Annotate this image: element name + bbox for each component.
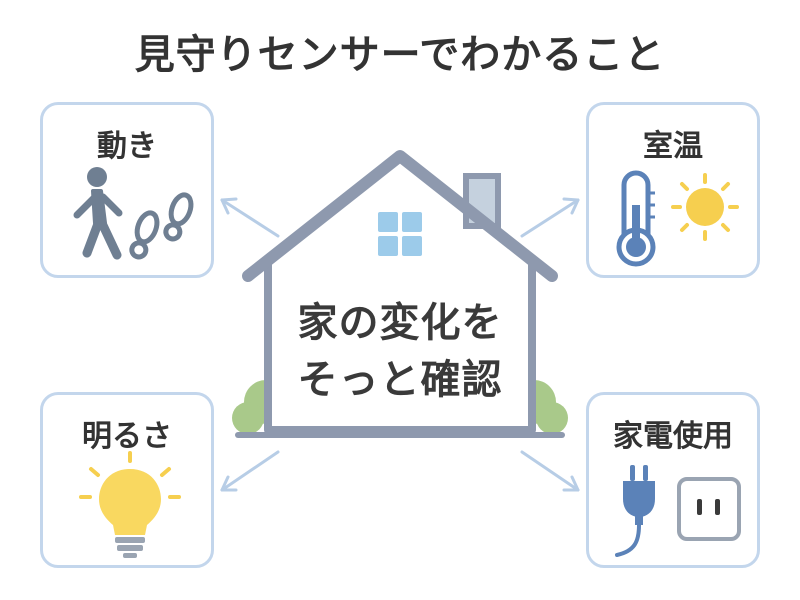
thermometer-icon bbox=[616, 170, 656, 267]
power-plug-icon bbox=[615, 465, 655, 557]
house-message-line-2: そっと確認 bbox=[297, 357, 503, 403]
card-motion: 動き bbox=[40, 102, 214, 278]
house-roof bbox=[242, 150, 558, 282]
diagram-title: 見守りセンサーでわかること bbox=[134, 32, 666, 78]
arrow-to-temperature bbox=[520, 197, 580, 238]
house-window bbox=[378, 212, 422, 256]
card-temperature-label: 室温 bbox=[643, 129, 703, 164]
arrow-to-motion bbox=[220, 197, 280, 238]
light-bulb-icon bbox=[79, 451, 181, 558]
card-brightness-label: 明るさ bbox=[82, 419, 172, 454]
house-body bbox=[264, 262, 536, 434]
card-motion-label: 動き bbox=[97, 129, 157, 164]
house-message-line-1: 家の変化を bbox=[297, 300, 503, 346]
arrow-to-brightness bbox=[220, 450, 280, 492]
card-appliance: 家電使用 bbox=[586, 392, 760, 568]
card-brightness: 明るさ bbox=[40, 392, 214, 568]
walking-person-icon bbox=[73, 167, 123, 260]
card-appliance-label: 家電使用 bbox=[613, 419, 733, 454]
card-temperature: 室温 bbox=[586, 102, 760, 278]
arrow-to-appliance bbox=[520, 450, 580, 492]
